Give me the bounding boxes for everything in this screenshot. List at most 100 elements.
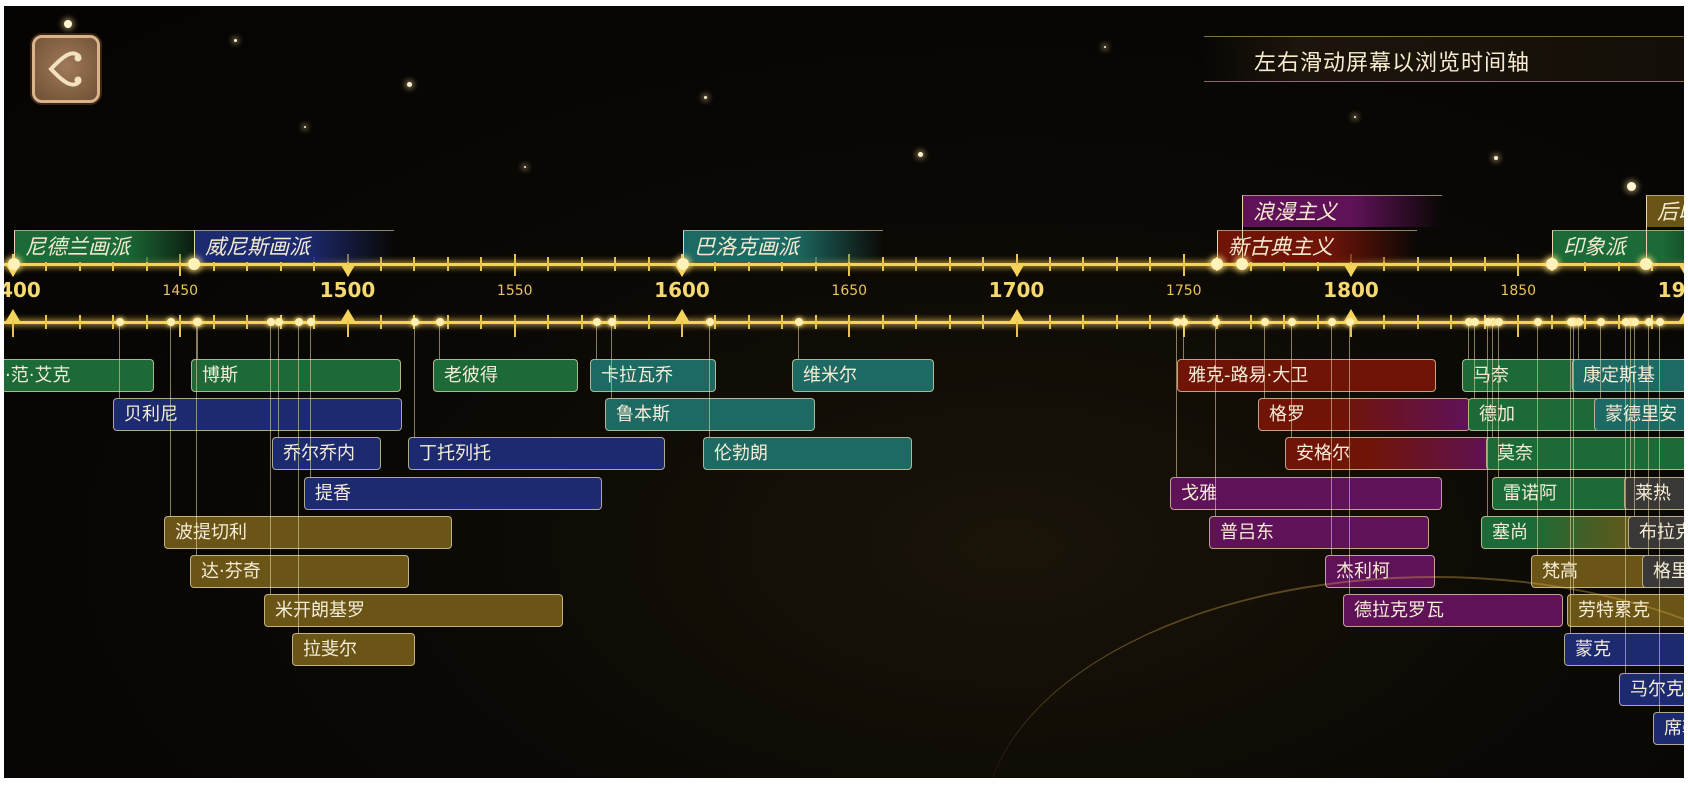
star [1627,182,1636,191]
movement-tag[interactable]: 浪漫主义 [1242,195,1442,227]
artist-name: 丁托列托 [419,443,491,465]
tick-mark [881,315,884,329]
movement-tag[interactable]: 巴洛克画派 [683,230,883,262]
movement-start-dot [677,258,689,270]
artist-connector [1176,324,1177,477]
artist-bar[interactable]: 席勒 [1653,711,1684,745]
movement-start-dot [8,258,20,270]
century-marker-down [1678,265,1684,277]
artist-bar[interactable]: 维米尔 [792,359,934,392]
artist-bar[interactable]: 布拉克 [1628,515,1684,549]
artist-bar[interactable]: 达·芬奇 [190,555,409,588]
artist-connector [278,324,279,438]
tick-mark [78,315,81,329]
artist-bar[interactable]: 杰利柯 [1325,555,1435,588]
artist-birth-dot [1489,318,1497,326]
artist-connector [1573,324,1574,595]
artist-name: 莱热 [1635,482,1671,504]
tick-mark [1015,315,1018,337]
back-button[interactable] [32,35,100,103]
artist-connector [298,324,299,634]
artist-bar[interactable]: 米开朗基罗 [264,594,563,628]
artist-name: 马奈 [1473,365,1509,386]
year-label: 1400 [4,278,41,302]
artist-bar[interactable]: 丁托列托 [408,437,665,471]
tick-mark [1416,315,1419,329]
artist-name: 戈雅 [1181,482,1217,504]
movement-tag[interactable]: 后印象派 [1646,195,1684,227]
artist-birth-dot [1567,318,1575,326]
artist-bar[interactable]: 雷诺阿 [1492,476,1637,510]
artist-connector [1578,324,1579,359]
artist-bar[interactable]: 普吕东 [1209,515,1429,549]
year-label: 1700 [988,278,1045,302]
artist-bar[interactable]: 康定斯基 [1572,359,1684,392]
artist-bar[interactable]: 扬·范·艾克 [4,359,154,392]
artist-name: 杰利柯 [1336,561,1390,582]
artist-bar[interactable]: 乔尔乔内 [272,437,381,471]
tick-mark [179,254,182,276]
artist-birth-dot [1212,318,1220,326]
movement-tag[interactable]: 印象派 [1552,230,1684,262]
tick-mark [647,257,650,271]
artist-bar[interactable]: 德拉克罗瓦 [1343,594,1563,628]
artist-bar[interactable]: 拉斐尔 [292,633,415,667]
artist-bar[interactable]: 蒙克 [1564,633,1684,667]
artist-birth-dot [1645,318,1653,326]
year-label: 1600 [654,278,710,302]
artist-bar[interactable]: 蒙德里安 [1594,398,1684,432]
movement-tag[interactable]: 尼德兰画派 [14,230,214,262]
artist-bar[interactable]: 格里斯 [1642,555,1684,588]
artist-bar[interactable]: 马尔克 [1619,672,1684,706]
tick-mark [1450,315,1453,329]
artist-birth-dot [411,318,419,326]
movement-tag[interactable]: 威尼斯画派 [194,230,394,262]
artist-bar[interactable]: 伦勃朗 [703,437,912,471]
artist-bar[interactable]: 卡拉瓦乔 [590,359,716,392]
artist-bar[interactable]: 博斯 [191,359,401,392]
artist-birth-dot [1656,318,1664,326]
artist-name: 布拉克 [1639,521,1684,543]
movement-start-dot [1211,258,1223,270]
artist-bar[interactable]: 提香 [304,476,602,510]
tick-mark [246,257,249,271]
artist-name: 伦勃朗 [714,443,768,465]
century-marker-up [1678,309,1684,321]
artist-bar[interactable]: 梵高 [1531,555,1653,588]
artist-name: 蒙克 [1575,639,1611,661]
artist-connector [1600,324,1601,399]
star [1104,46,1106,48]
movement-start-dot [1236,258,1248,270]
artist-bar[interactable]: 塞尚 [1481,515,1643,549]
artist-bar[interactable]: 鲁本斯 [605,398,815,432]
tick-mark [580,315,583,329]
tick-mark [1048,315,1051,329]
artist-name: 梵高 [1542,561,1578,582]
artist-connector [1648,324,1649,555]
tick-mark [1316,315,1319,329]
tick-mark [915,257,918,271]
artist-bar[interactable]: 老彼得 [433,359,578,392]
artist-birth-dot [1622,318,1630,326]
tick-mark [1249,315,1252,329]
artist-bar[interactable]: 莱热 [1624,476,1684,510]
artist-connector [1537,324,1538,555]
artist-name: 扬·范·艾克 [4,365,71,386]
artist-bar[interactable]: 戈雅 [1170,476,1442,510]
artist-bar[interactable]: 格罗 [1258,398,1470,432]
tick-mark [948,257,951,271]
artist-bar[interactable]: 贝利尼 [113,398,402,432]
movement-tag[interactable]: 新古典主义 [1217,230,1417,262]
timeline-stage[interactable]: 左右滑动屏幕以浏览时间轴 140014501500155016001650170… [4,6,1684,778]
tick-mark [313,257,316,271]
artist-bar[interactable]: 安格尔 [1285,437,1497,471]
artist-bar[interactable]: 波提切利 [164,515,452,549]
tick-mark [1182,254,1185,276]
artist-name: 贝利尼 [124,404,178,426]
artist-bar[interactable]: 莫奈 [1486,437,1684,471]
artist-birth-dot [1328,318,1336,326]
artist-bar[interactable]: 雅克-路易·大卫 [1177,359,1436,392]
movement-axis [4,263,1684,266]
tick-mark [1584,257,1587,271]
artist-birth-dot [795,318,803,326]
